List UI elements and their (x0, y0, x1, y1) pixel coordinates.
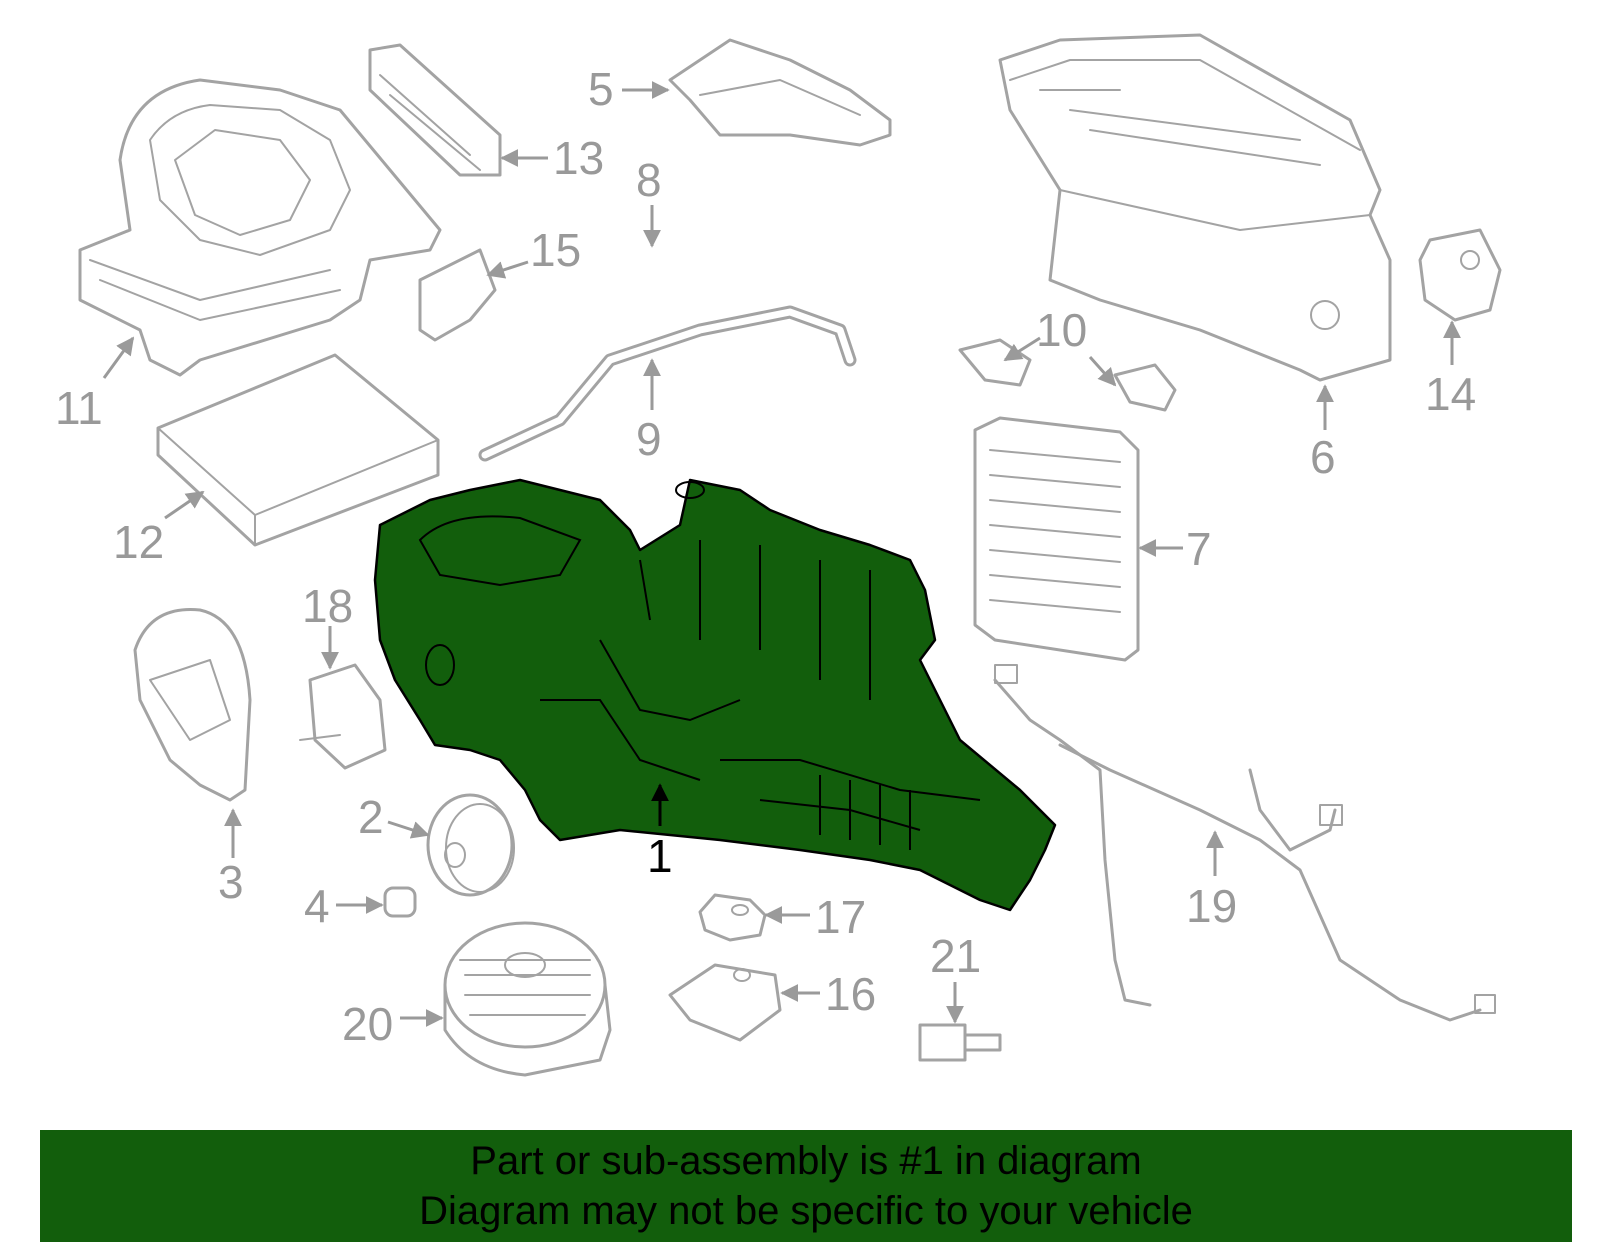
callout-1: 1 (647, 830, 673, 882)
callout-2: 2 (358, 791, 384, 843)
banner-line-1: Part or sub-assembly is #1 in diagram (470, 1139, 1142, 1183)
part-9-hose (478, 305, 857, 462)
part-1-hvac-case (373, 478, 1057, 912)
callout-16: 16 (825, 968, 876, 1020)
callout-17: 17 (815, 891, 866, 943)
callout-4: 4 (304, 880, 330, 932)
part-21-sensor (918, 1023, 1002, 1062)
parts-diagram: 5 13 8 15 10 11 9 6 14 12 7 18 2 3 4 17 … (55, 33, 1502, 1077)
part-2-blower-cover (426, 793, 515, 897)
callout-10: 10 (1036, 304, 1087, 356)
part-20-blower-motor (443, 921, 612, 1077)
part-15-plate (418, 248, 497, 342)
part-3-cover (133, 608, 252, 802)
part-10-clips (958, 338, 1177, 412)
part-17-bracket (698, 893, 767, 942)
callout-6: 6 (1310, 431, 1336, 483)
part-6-housing (998, 33, 1392, 382)
leader-lines (102, 81, 1461, 1027)
part-11-housing (78, 78, 442, 377)
info-banner: Part or sub-assembly is #1 in diagram Di… (40, 1130, 1572, 1242)
callout-20: 20 (342, 998, 393, 1050)
callout-15: 15 (530, 224, 581, 276)
callout-11: 11 (55, 382, 103, 434)
callout-8: 8 (636, 154, 662, 206)
callout-13: 13 (553, 132, 604, 184)
part-19-harness (993, 664, 1496, 1022)
part-8-hose (461, 208, 959, 409)
part-16-resistor (668, 963, 782, 1042)
callout-12: 12 (113, 516, 164, 568)
callout-3: 3 (218, 856, 244, 908)
banner-line-2: Diagram may not be specific to your vehi… (419, 1189, 1193, 1233)
callout-5: 5 (588, 63, 614, 115)
part-13-bracket (368, 43, 502, 177)
part-12-filter (156, 353, 440, 547)
part-5-duct (668, 38, 892, 147)
part-4-bushing (383, 886, 417, 918)
callout-14: 14 (1425, 368, 1476, 420)
callout-19: 19 (1186, 880, 1237, 932)
callout-9: 9 (636, 413, 662, 465)
callout-18: 18 (302, 580, 353, 632)
part-18-actuator (299, 663, 387, 770)
callout-21: 21 (930, 930, 981, 982)
part-7-heater-core (973, 416, 1140, 662)
callout-7: 7 (1186, 523, 1212, 575)
part-14-actuator (1418, 228, 1502, 322)
